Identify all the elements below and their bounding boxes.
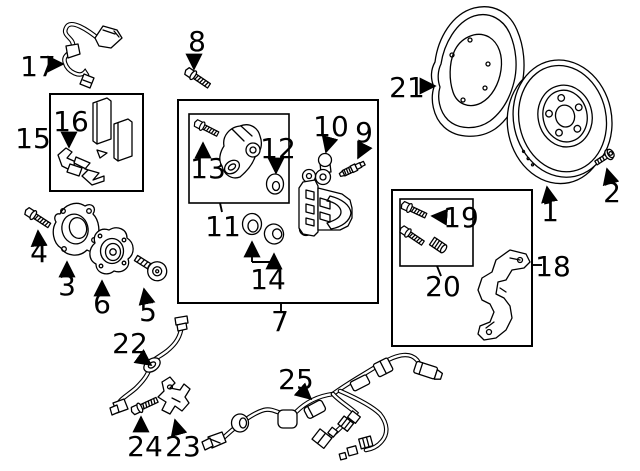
callout-arrow-10 [321, 134, 339, 154]
callout-arrow-22 [133, 349, 153, 367]
callout-25[interactable]: 25 [278, 363, 314, 396]
callout-8[interactable]: 8 [188, 25, 206, 58]
actuator-kit-box [188, 113, 290, 204]
callout-12[interactable]: 12 [260, 132, 296, 165]
callout-arrow-1 [541, 185, 558, 204]
guide-pin-drawing [314, 152, 333, 186]
hose-bracket-bolt-drawing [128, 394, 160, 417]
callout-6[interactable]: 6 [93, 287, 111, 320]
bracket-kit-box [391, 189, 533, 347]
pad-wear-clip-drawing [57, 147, 105, 186]
mounting-bolt-8-drawing [182, 65, 213, 91]
bleeder-valve-drawing [338, 160, 366, 177]
callout-23[interactable]: 23 [165, 430, 201, 463]
callout-arrow-9 [357, 140, 373, 160]
callout-arrow-19 [430, 208, 449, 226]
callout-2[interactable]: 2 [603, 176, 621, 209]
callout-16[interactable]: 16 [53, 105, 89, 138]
callout-1[interactable]: 1 [541, 195, 559, 228]
caliper-kit-box [177, 99, 379, 304]
abs-speed-sensor-drawing [62, 21, 123, 89]
wheel-hub-drawing [89, 227, 134, 275]
callout-3[interactable]: 3 [58, 269, 76, 302]
callout-arrow-23 [170, 418, 188, 438]
callout-9[interactable]: 9 [355, 116, 373, 149]
bracket-bolt-20-drawing [397, 223, 427, 248]
callout-4[interactable]: 4 [30, 236, 48, 269]
pad-kit-box [49, 93, 144, 192]
brake-rotor-drawing [506, 59, 613, 185]
callout-21[interactable]: 21 [389, 71, 425, 104]
caliper-mount-bracket-drawing [477, 249, 531, 341]
brake-caliper-drawing [298, 168, 353, 237]
brake-pads-drawing [92, 97, 133, 162]
splash-shield-drawing [430, 6, 525, 137]
callout-19[interactable]: 19 [443, 201, 479, 234]
rotor-set-screw-drawing [594, 148, 615, 166]
callout-arrow-2 [602, 167, 620, 187]
bearing-housing-drawing [52, 202, 100, 256]
bracket-bolt-19-drawing [399, 199, 429, 221]
callout-24[interactable]: 24 [127, 430, 163, 463]
callout-15[interactable]: 15 [15, 122, 51, 155]
callout-10[interactable]: 10 [313, 110, 349, 143]
seal-ring-drawing [265, 173, 285, 195]
callout-20[interactable]: 20 [425, 270, 461, 303]
callout-11[interactable]: 11 [205, 210, 241, 243]
hub-bolt-drawing [133, 254, 168, 282]
callout-14[interactable]: 14 [250, 263, 286, 296]
bearing-bolt-drawing [22, 205, 53, 231]
callout-18[interactable]: 18 [535, 250, 571, 283]
hose-bracket-drawing [157, 376, 191, 415]
piston-seal-kit-drawing [241, 212, 285, 245]
wiring-harness-drawing [201, 352, 444, 461]
callout-arrow-25 [293, 382, 313, 401]
callout-22[interactable]: 22 [112, 327, 148, 360]
callout-7[interactable]: 7 [271, 305, 289, 338]
bushing-sleeve-drawing [428, 236, 448, 254]
callout-stem-11 [219, 202, 223, 213]
callout-stem-20 [436, 265, 442, 277]
callout-17[interactable]: 17 [20, 50, 56, 83]
callout-5[interactable]: 5 [139, 295, 157, 328]
parking-brake-actuator-drawing [219, 124, 262, 179]
callout-arrow-4 [30, 229, 48, 248]
callout-arrow-5 [138, 287, 156, 306]
actuator-bolt-drawing [192, 117, 221, 139]
